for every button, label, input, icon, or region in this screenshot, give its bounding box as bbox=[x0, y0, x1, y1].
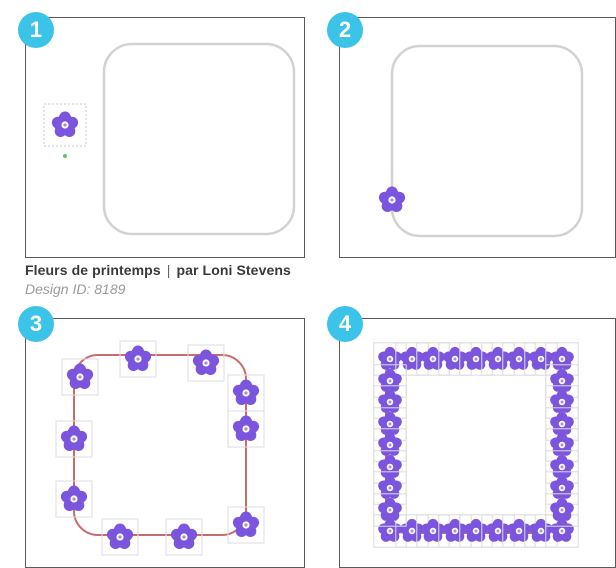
flower-dot bbox=[411, 358, 414, 361]
flower-dot bbox=[389, 401, 392, 404]
flower-dot bbox=[72, 437, 75, 440]
flower-icon bbox=[463, 347, 490, 372]
flower-dot bbox=[244, 427, 247, 430]
flower-icon bbox=[549, 347, 576, 372]
flower-dot bbox=[540, 530, 543, 533]
step-3-canvas bbox=[26, 319, 305, 568]
flower-icon bbox=[169, 524, 199, 552]
flower-dot bbox=[63, 123, 66, 126]
flower-dot bbox=[389, 380, 392, 383]
flower-dot bbox=[475, 530, 478, 533]
flower-dot bbox=[118, 535, 121, 538]
flower-icon bbox=[123, 346, 153, 374]
flower-icon bbox=[528, 347, 555, 372]
step-1-badge: 1 bbox=[18, 12, 54, 48]
flower-icon bbox=[377, 390, 404, 415]
step-3-badge: 3 bbox=[18, 306, 54, 342]
flower-dot bbox=[244, 523, 247, 526]
flower-icon bbox=[65, 364, 95, 392]
flower-icon bbox=[231, 512, 261, 540]
step-3-panel bbox=[25, 318, 305, 568]
design-caption: Fleurs de printemps | par Loni Stevens bbox=[25, 262, 291, 278]
flower-dot bbox=[389, 423, 392, 426]
flower-dot bbox=[454, 358, 457, 361]
flower-dot bbox=[561, 423, 564, 426]
flower-dot bbox=[78, 375, 81, 378]
flower-icon bbox=[377, 347, 404, 372]
design-title: Fleurs de printemps bbox=[25, 262, 161, 278]
flower-icon bbox=[399, 347, 426, 372]
flower-dot bbox=[561, 487, 564, 490]
flower-icon bbox=[50, 112, 80, 140]
flower-dot bbox=[518, 358, 521, 361]
flower-dot bbox=[561, 530, 564, 533]
flower-dot bbox=[561, 444, 564, 447]
flower-icon bbox=[420, 519, 447, 544]
flower-icon bbox=[191, 350, 221, 378]
rotate-handle bbox=[63, 154, 67, 158]
flower-dot bbox=[561, 380, 564, 383]
flower-icon bbox=[506, 347, 533, 372]
caption-separator: | bbox=[167, 262, 171, 278]
path-outline bbox=[74, 355, 246, 535]
flower-icon bbox=[442, 519, 469, 544]
flower-dot bbox=[389, 530, 392, 533]
flower-icon bbox=[377, 519, 404, 544]
flower-dot bbox=[182, 535, 185, 538]
flower-icon bbox=[442, 347, 469, 372]
flower-dot bbox=[389, 358, 392, 361]
flower-dot bbox=[561, 509, 564, 512]
flower-dot bbox=[518, 530, 521, 533]
step-4-canvas bbox=[340, 319, 616, 568]
step-4-panel bbox=[339, 318, 616, 568]
flower-dot bbox=[561, 466, 564, 469]
step-4-badge: 4 bbox=[327, 306, 363, 342]
flower-icon bbox=[105, 524, 135, 552]
flower-icon bbox=[485, 347, 512, 372]
step-2-badge: 2 bbox=[327, 12, 363, 48]
flower-dot bbox=[497, 358, 500, 361]
design-author: par Loni Stevens bbox=[176, 262, 290, 278]
flower-dot bbox=[389, 444, 392, 447]
step-2-canvas bbox=[340, 18, 616, 258]
flower-dot bbox=[454, 530, 457, 533]
flower-icon bbox=[463, 519, 490, 544]
flower-dot bbox=[204, 361, 207, 364]
flower-dot bbox=[72, 497, 75, 500]
flower-dot bbox=[389, 509, 392, 512]
flower-icon bbox=[377, 433, 404, 458]
flower-dot bbox=[389, 487, 392, 490]
flower-dot bbox=[540, 358, 543, 361]
path-outline bbox=[386, 355, 562, 533]
flower-icon bbox=[377, 476, 404, 501]
flower-dot bbox=[244, 391, 247, 394]
flower-dot bbox=[136, 357, 139, 360]
design-id: Design ID: 8189 bbox=[25, 281, 125, 297]
flower-icon bbox=[420, 347, 447, 372]
flower-dot bbox=[389, 466, 392, 469]
flower-dot bbox=[561, 358, 564, 361]
flower-icon bbox=[485, 519, 512, 544]
flower-dot bbox=[475, 358, 478, 361]
step-2-panel bbox=[339, 17, 616, 258]
flower-icon bbox=[399, 519, 426, 544]
flower-dot bbox=[497, 530, 500, 533]
rounded-square-shape bbox=[392, 46, 582, 236]
step-1-canvas bbox=[26, 18, 305, 258]
flower-dot bbox=[432, 530, 435, 533]
flower-dot bbox=[561, 401, 564, 404]
step-1-panel bbox=[25, 17, 305, 258]
flower-icon bbox=[506, 519, 533, 544]
rounded-square-shape bbox=[104, 44, 294, 234]
flower-icon bbox=[528, 519, 555, 544]
flower-icon bbox=[549, 519, 576, 544]
flower-dot bbox=[432, 358, 435, 361]
flower-dot bbox=[390, 198, 393, 201]
flower-dot bbox=[411, 530, 414, 533]
